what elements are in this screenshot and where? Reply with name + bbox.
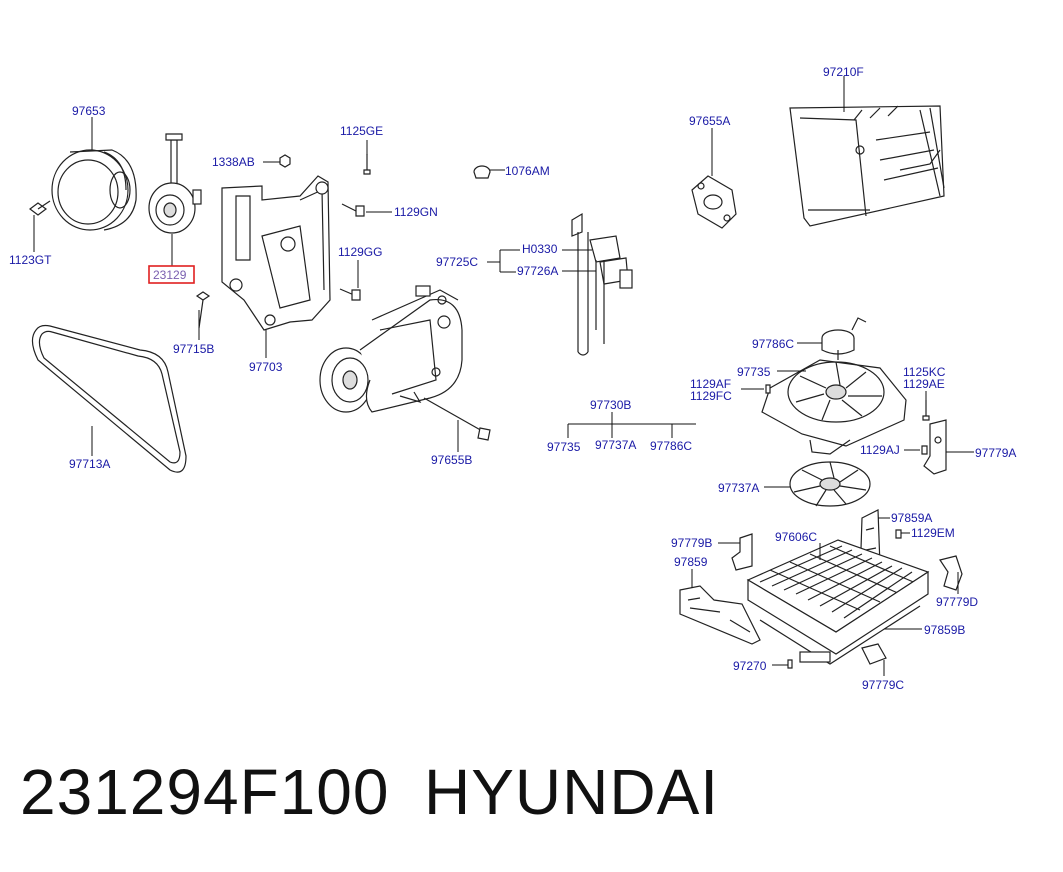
label-97859B[interactable]: 97859B — [924, 623, 965, 637]
belt-97713A-drawing — [31, 324, 187, 473]
label-97859[interactable]: 97859 — [674, 555, 708, 569]
bolt-97655B-drawing — [423, 397, 491, 441]
label-H0330[interactable]: H0330 — [522, 242, 558, 256]
label-1076AM[interactable]: 1076AM — [505, 164, 550, 178]
nut-1338AB-drawing — [279, 154, 291, 168]
label-97859A[interactable]: 97859A — [891, 511, 932, 525]
screw-1129AF-drawing — [765, 384, 771, 394]
bracket-97703-drawing — [221, 175, 331, 331]
label-1125KC[interactable]: 1125KC — [903, 365, 946, 379]
fan-97737A-drawing — [789, 461, 871, 507]
label-97779C[interactable]: 97779C — [862, 678, 904, 692]
label-1129AE[interactable]: 1129AE — [903, 377, 945, 391]
label-1129GN[interactable]: 1129GN — [394, 205, 438, 219]
screw-97270-drawing — [787, 659, 793, 669]
label-97730B[interactable]: 97730B — [590, 398, 631, 412]
highlight-box — [148, 265, 195, 284]
bracket-97779B-drawing — [731, 533, 753, 571]
label-97655B[interactable]: 97655B — [431, 453, 472, 467]
label-97735-kit[interactable]: 97735 — [547, 440, 581, 454]
label-1129FC[interactable]: 1129FC — [690, 389, 732, 403]
label-1129GG[interactable]: 1129GG — [338, 245, 382, 259]
condenser-97606C-drawing — [746, 539, 930, 665]
label-1129EM[interactable]: 1129EM — [911, 526, 955, 540]
label-1129AF[interactable]: 1129AF — [690, 377, 731, 391]
label-97737A-kit[interactable]: 97737A — [595, 438, 636, 452]
label-97653[interactable]: 97653 — [72, 104, 106, 118]
label-1123GT[interactable]: 1123GT — [9, 253, 52, 267]
evaporator-97210F-drawing — [789, 105, 945, 227]
exploded-parts-diagram: 97653 1123GT 23129 1338AB 97715B 97703 1… — [9, 65, 1016, 692]
label-23129-highlighted[interactable]: 23129 — [153, 268, 187, 282]
compressor-drawing — [319, 285, 463, 413]
fan-shroud-97735-drawing — [761, 359, 907, 455]
label-97779A[interactable]: 97779A — [975, 446, 1016, 460]
label-97715B[interactable]: 97715B — [173, 342, 214, 356]
bracket-97779C-drawing — [861, 643, 887, 665]
bolt-1125GE-drawing — [363, 154, 371, 175]
bracket-97779A-drawing — [923, 419, 947, 475]
label-97606C[interactable]: 97606C — [775, 530, 817, 544]
label-97786C[interactable]: 97786C — [752, 337, 794, 351]
bolt-1123GT-drawing — [29, 200, 51, 216]
footer-brand: HYUNDAI — [424, 756, 720, 828]
fan-motor-97786C-drawing — [821, 317, 867, 360]
label-1125GE[interactable]: 1125GE — [340, 124, 383, 138]
footer-part-number: 231294F100 — [20, 756, 390, 828]
cap-1076AM-drawing — [473, 165, 491, 179]
label-97270[interactable]: 97270 — [733, 659, 767, 673]
label-1338AB[interactable]: 1338AB — [212, 155, 255, 169]
label-97655A[interactable]: 97655A — [689, 114, 730, 128]
label-97786C-kit[interactable]: 97786C — [650, 439, 692, 453]
bracket-97779D-drawing — [939, 555, 963, 591]
label-97713A[interactable]: 97713A — [69, 457, 110, 471]
label-97726A[interactable]: 97726A — [517, 264, 558, 278]
label-97779B[interactable]: 97779B — [671, 536, 712, 550]
pulley-97653-drawing — [51, 149, 137, 231]
bolt-97715B-drawing — [195, 291, 211, 329]
label-97779D[interactable]: 97779D — [936, 595, 978, 609]
screw-1129EM-drawing — [895, 529, 902, 539]
label-97735[interactable]: 97735 — [737, 365, 771, 379]
label-97703[interactable]: 97703 — [249, 360, 283, 374]
label-1129AJ[interactable]: 1129AJ — [860, 443, 900, 457]
idler-pulley-23129-drawing — [148, 133, 202, 234]
screw-1125KC-drawing — [922, 400, 930, 421]
switch-97725C-drawing — [571, 212, 633, 356]
label-97725C[interactable]: 97725C — [436, 255, 478, 269]
seal-97859-drawing — [679, 585, 761, 645]
bolt-1129GN-drawing — [341, 203, 365, 217]
gasket-97655A-drawing — [691, 175, 737, 229]
label-97737A[interactable]: 97737A — [718, 481, 759, 495]
screw-1129AJ-drawing — [921, 445, 928, 455]
bolt-1129GG-drawing — [339, 288, 361, 301]
label-97210F[interactable]: 97210F — [823, 65, 864, 79]
